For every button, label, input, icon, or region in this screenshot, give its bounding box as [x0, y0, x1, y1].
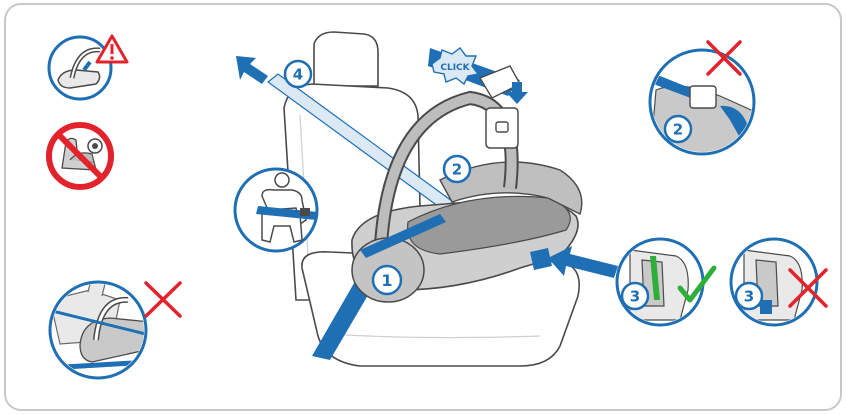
step-number: 4	[293, 66, 303, 84]
green-check-icon	[677, 265, 717, 303]
step-number: 2	[673, 121, 683, 139]
belt-guide-arrow	[548, 246, 618, 278]
warning-badge	[47, 34, 129, 101]
buckle-receiver	[485, 107, 519, 149]
step-marker-3-ok: 3	[620, 281, 650, 311]
seat-headrest	[313, 31, 379, 87]
wrong-belt-route-badge	[48, 280, 182, 380]
infant-carrier	[351, 90, 583, 303]
step-marker-2-inset: 2	[663, 114, 693, 144]
lap-belt-usage-badge	[233, 167, 319, 253]
step-number: 3	[744, 288, 754, 306]
red-cross-icon	[706, 40, 742, 76]
click-label: CLICK	[440, 63, 470, 73]
down-arrow-icon	[506, 82, 528, 104]
buckle-click-inset: CLICK	[428, 47, 528, 149]
step-marker-4: 4	[283, 59, 313, 89]
step-marker-1: 1	[371, 264, 403, 296]
step-marker-2-main: 2	[442, 154, 472, 184]
red-cross-icon	[788, 268, 828, 308]
click-burst: CLICK	[431, 47, 480, 86]
step-number: 3	[630, 288, 640, 306]
step-marker-3-wrong: 3	[734, 281, 764, 311]
carrier-mini-icon	[57, 47, 101, 89]
red-cross-icon	[144, 281, 182, 318]
no-airbag-prohibition-icon	[46, 122, 114, 190]
warning-triangle-icon	[95, 34, 129, 64]
shoulder-belt-arrow	[236, 56, 268, 84]
step-number: 1	[381, 271, 392, 290]
step-number: 2	[452, 161, 462, 179]
